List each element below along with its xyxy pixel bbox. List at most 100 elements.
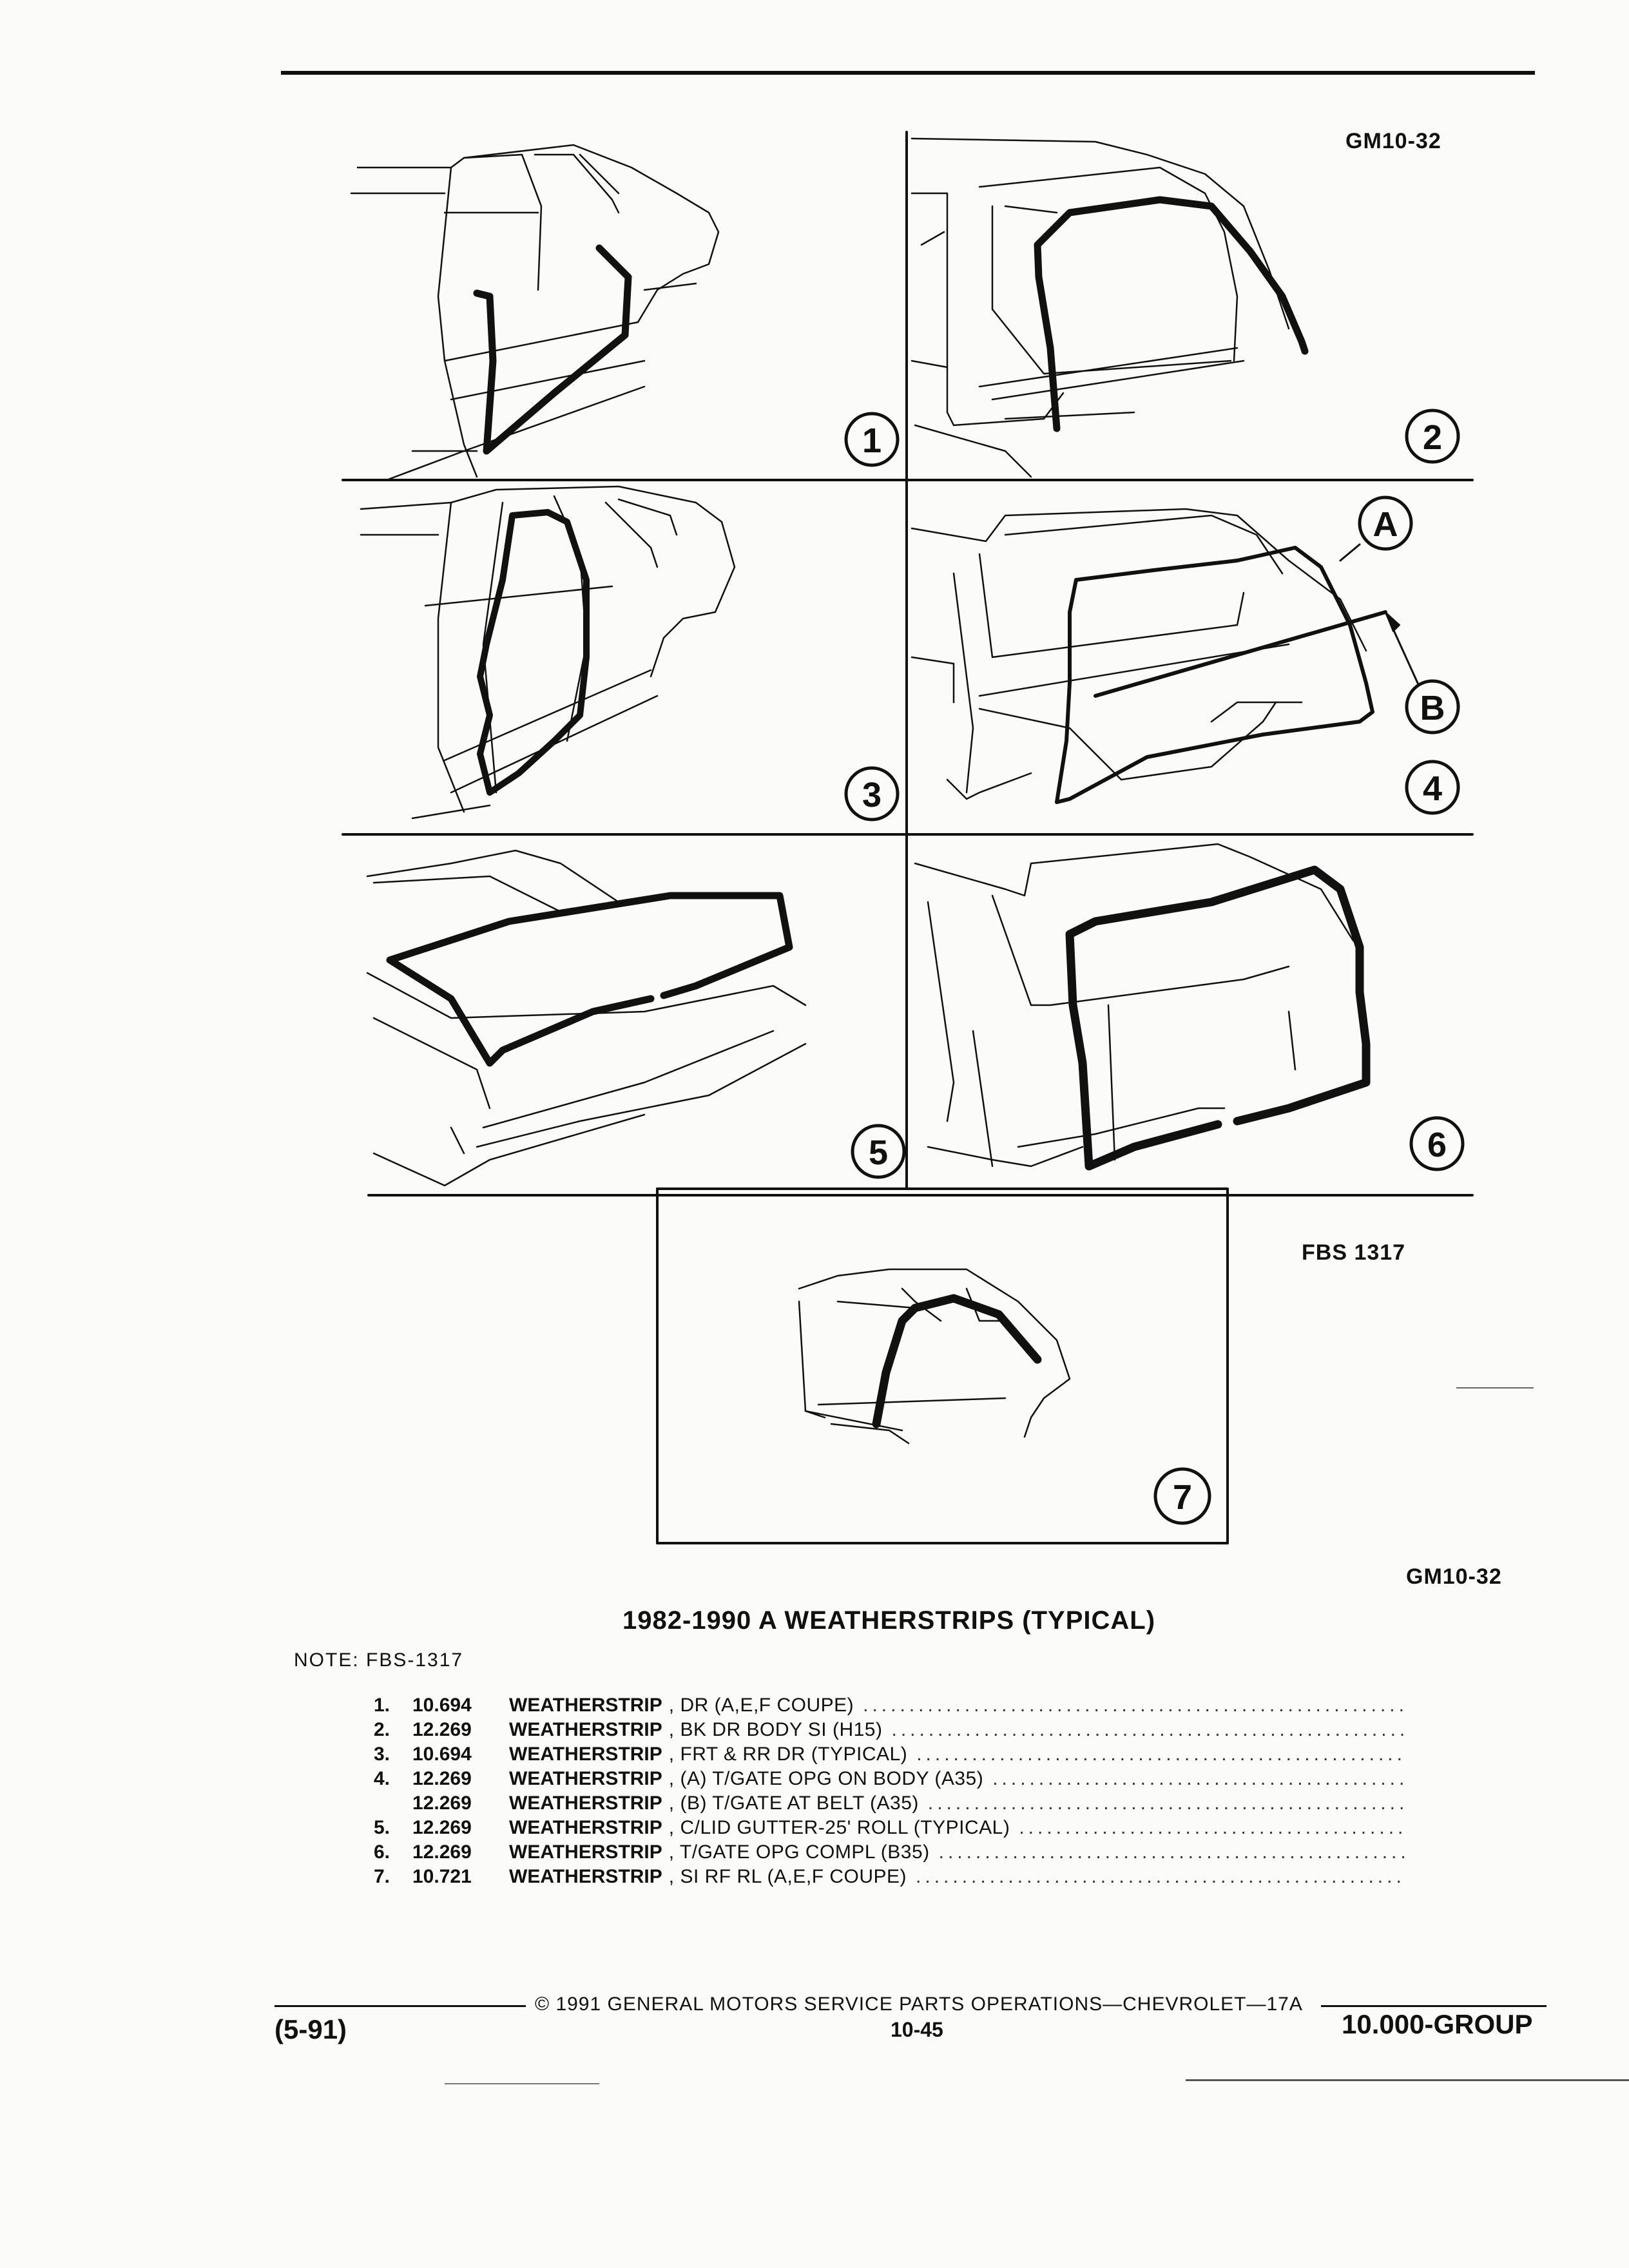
- figure-7-frame: [656, 1187, 1229, 1544]
- leader-dots: ........................................…: [891, 1719, 1405, 1740]
- part-name: WEATHERSTRIP: [509, 1841, 662, 1863]
- callout-b-letter: B: [1420, 689, 1445, 727]
- part-description: , T/GATE OPG COMPL (B35): [668, 1841, 930, 1863]
- figure-number-circles: [844, 408, 1465, 1525]
- leader-dots: ........................................…: [1019, 1817, 1405, 1838]
- figure-3-car-sketch: [360, 485, 736, 820]
- figure-1-car-sketch: [350, 144, 720, 481]
- item-number: 2.: [374, 1719, 390, 1740]
- diagram-code-top: GM10-32: [1345, 129, 1441, 153]
- part-description: , FRT & RR DR (TYPICAL): [668, 1744, 908, 1765]
- parts-list-item: 6. 12.269 WEATHERSTRIP , T/GATE OPG COMP…: [374, 1841, 1405, 1866]
- callout-b-circle: [1405, 679, 1460, 735]
- figure-4-number: 4: [1423, 769, 1442, 808]
- parts-list-item: 5. 12.269 WEATHERSTRIP , C/LID GUTTER-25…: [374, 1817, 1405, 1841]
- item-number: 1.: [374, 1695, 390, 1716]
- part-code: 10.721: [412, 1866, 472, 1887]
- figure-3-weatherstrip: [477, 509, 590, 796]
- item-number: 3.: [374, 1744, 390, 1765]
- figure-1-weatherstrip: [483, 244, 632, 455]
- figure-2-circle: [1405, 408, 1460, 464]
- group-label: 10.000-GROUP: [1342, 2009, 1533, 2039]
- part-code: 10.694: [412, 1695, 472, 1716]
- part-name: WEATHERSTRIP: [509, 1866, 662, 1887]
- revision-date: (5-91): [275, 2014, 347, 2044]
- part-code: 12.269: [412, 1792, 472, 1814]
- bottom-scan-line-left: [445, 2083, 599, 2084]
- part-description: , DR (A,E,F COUPE): [668, 1695, 854, 1716]
- page-title: 1982-1990 A WEATHERSTRIPS (TYPICAL): [622, 1606, 1156, 1635]
- figure-7-number: 7: [1173, 1478, 1192, 1517]
- figure-7-weatherstrip: [872, 1294, 1042, 1428]
- item-number: 5.: [374, 1817, 390, 1838]
- figure-6-weatherstrip: [1065, 865, 1371, 1171]
- part-description: , BK DR BODY SI (H15): [668, 1719, 883, 1740]
- part-code: 12.269: [412, 1768, 472, 1789]
- leader-dots: ........................................…: [927, 1792, 1405, 1814]
- part-description: , (B) T/GATE AT BELT (A35): [668, 1792, 919, 1814]
- part-name: WEATHERSTRIP: [509, 1695, 662, 1716]
- footer-rule-right: [1321, 2005, 1547, 2007]
- figure-5-car-sketch: [366, 849, 807, 1187]
- figure-5-number: 5: [869, 1133, 888, 1172]
- part-description: , (A) T/GATE OPG ON BODY (A35): [668, 1768, 984, 1789]
- figure-4-weatherstrip-b: [1094, 610, 1387, 698]
- note-line: NOTE: FBS-1317: [294, 1649, 464, 1671]
- figure-6-number: 6: [1427, 1126, 1447, 1164]
- figure-7-car-sketch: [798, 1268, 1071, 1445]
- part-code: 12.269: [412, 1817, 472, 1838]
- figure-7-circle: [1153, 1467, 1211, 1525]
- fbs-scratch-line: [1456, 1387, 1534, 1389]
- part-description: , SI RF RL (A,E,F COUPE): [668, 1866, 907, 1887]
- part-code: 12.269: [412, 1719, 472, 1740]
- footer-rule-left: [275, 2005, 526, 2007]
- item-number: 4.: [374, 1768, 390, 1789]
- figure-4-car-sketch: [911, 508, 1367, 800]
- part-name: WEATHERSTRIP: [509, 1719, 662, 1740]
- figure-5-weatherstrip: [386, 892, 793, 1067]
- fbs-code: FBS 1317: [1302, 1240, 1406, 1265]
- figure-2-weatherstrip: [1034, 196, 1309, 432]
- page-number: 10-45: [891, 2018, 943, 2041]
- figure-2-car-sketch: [911, 137, 1290, 478]
- figure-1-number: 1: [862, 421, 882, 460]
- part-code: 12.269: [412, 1841, 472, 1863]
- callout-a-letter: A: [1373, 505, 1398, 544]
- figure-3-circle: [844, 766, 900, 822]
- figure-4-leader-a: [1339, 543, 1361, 562]
- figure-4-circle: [1405, 760, 1460, 815]
- leader-dots: ........................................…: [916, 1866, 1405, 1887]
- figure-5-circle: [851, 1124, 906, 1179]
- parts-list-item: 2. 12.269 WEATHERSTRIP , BK DR BODY SI (…: [374, 1719, 1405, 1744]
- figure-2-number: 2: [1423, 418, 1442, 457]
- parts-list-item: 7. 10.721 WEATHERSTRIP , SI RF RL (A,E,F…: [374, 1866, 1405, 1890]
- parts-list-item: 3. 10.694 WEATHERSTRIP , FRT & RR DR (TY…: [374, 1744, 1405, 1768]
- part-name: WEATHERSTRIP: [509, 1768, 662, 1789]
- top-rule: [281, 71, 1535, 75]
- item-number: 7.: [374, 1866, 390, 1887]
- callout-a-circle: [1358, 495, 1413, 551]
- parts-list-item: 1. 10.694 WEATHERSTRIP , DR (A,E,F COUPE…: [374, 1695, 1405, 1719]
- figure-1-weatherstrip-front: [473, 289, 494, 300]
- part-name: WEATHERSTRIP: [509, 1744, 662, 1765]
- leader-dots: ........................................…: [992, 1768, 1405, 1789]
- item-number: 6.: [374, 1841, 390, 1863]
- figure-4-arrowhead-b: [1385, 611, 1400, 632]
- figure-6-car-sketch: [914, 843, 1354, 1168]
- leader-dots: ........................................…: [863, 1695, 1405, 1716]
- figure-4-weatherstrip-a: [1055, 546, 1374, 804]
- bottom-scan-line-right: [1186, 2079, 1629, 2081]
- parts-list-item: 4. 12.269 WEATHERSTRIP , (A) T/GATE OPG …: [374, 1768, 1405, 1792]
- weatherstrip-illustrations: 1 2 3 4 5 6 7 A B: [342, 131, 1474, 1544]
- leader-dots: ........................................…: [916, 1744, 1405, 1765]
- figure-3-number: 3: [862, 776, 882, 814]
- part-name: WEATHERSTRIP: [509, 1792, 662, 1814]
- figure-1-circle: [844, 412, 900, 467]
- part-name: WEATHERSTRIP: [509, 1817, 662, 1838]
- part-description: , C/LID GUTTER-25' ROLL (TYPICAL): [668, 1817, 1010, 1838]
- parts-list-item: 12.269 WEATHERSTRIP , (B) T/GATE AT BELT…: [374, 1792, 1405, 1817]
- copyright-line: © 1991 GENERAL MOTORS SERVICE PARTS OPER…: [535, 1994, 1303, 2015]
- part-code: 10.694: [412, 1744, 472, 1765]
- figure-6-circle: [1409, 1116, 1465, 1171]
- diagram-code-bottom: GM10-32: [1406, 1564, 1502, 1589]
